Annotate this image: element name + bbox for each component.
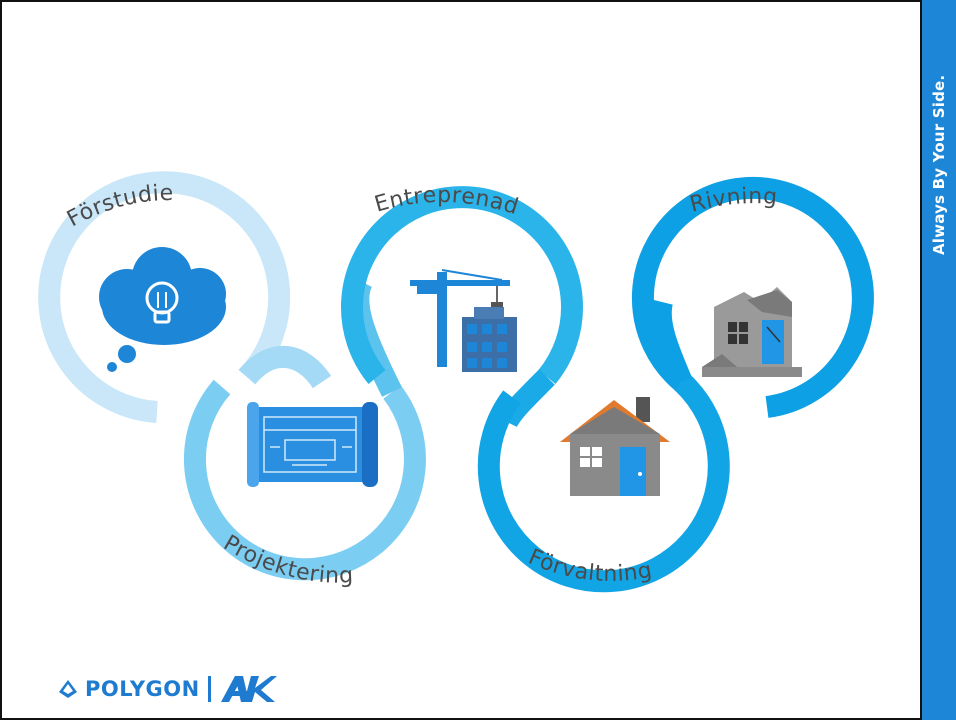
ring-entreprenad: [341, 186, 583, 384]
ring-projektering: [183, 379, 426, 581]
logo-brand: POLYGON: [85, 677, 200, 701]
ring-forstudie: [38, 171, 291, 423]
connector-forstudie-projektering: [238, 345, 332, 389]
process-diagram: Förstudie Entreprenad Rivning Projekteri…: [38, 171, 874, 593]
stage-label-forstudie: Förstudie: [63, 181, 174, 232]
crane-building-icon: [410, 269, 517, 372]
house-icon: [560, 397, 670, 496]
brand-sidebar: [920, 0, 956, 720]
ruined-building-icon: [702, 287, 802, 377]
lightbulb-cloud-icon: [99, 247, 226, 372]
logo-divider: [207, 676, 211, 702]
blueprint-icon: [247, 402, 378, 487]
tagline: Always By Your Side.: [930, 74, 948, 255]
ring-rivning: [631, 176, 874, 418]
company-logo: POLYGON: [57, 672, 277, 706]
ring-forvaltning: [477, 373, 730, 593]
polygon-drop-icon: [59, 680, 77, 698]
stage-label-forvaltning: Förvaltning: [525, 545, 655, 587]
ak-logo-mark: [220, 676, 277, 702]
